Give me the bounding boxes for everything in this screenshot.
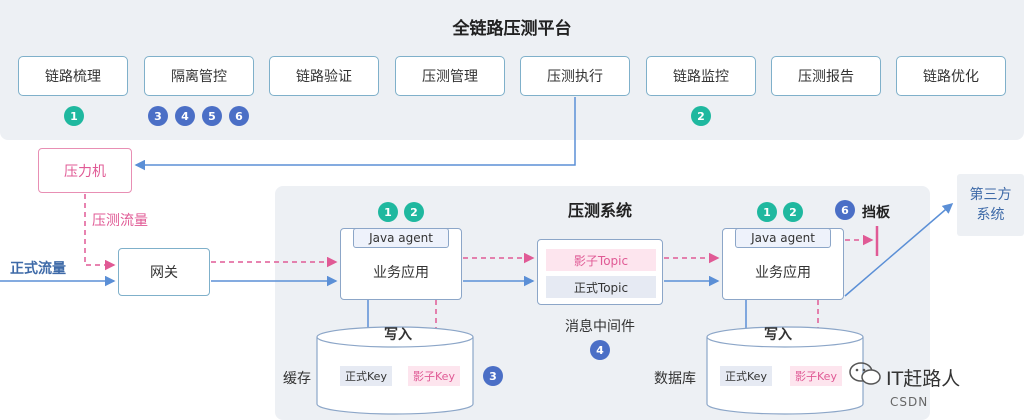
watermark-source: CSDN	[890, 395, 929, 409]
db-shadow-key: 影子Key	[790, 366, 842, 386]
third-party-line1: 第三方	[969, 187, 1012, 203]
cache-label: 缓存	[283, 371, 311, 387]
badge-6-isolation: 6	[229, 106, 249, 126]
cache-shadow-key: 影子Key	[408, 366, 460, 386]
watermark-brand: IT赶路人	[886, 368, 961, 390]
cache-cylinder	[316, 326, 474, 415]
badge-2-left-app: 2	[404, 202, 424, 222]
cache-normal-key: 正式Key	[340, 366, 392, 386]
module-isolation[interactable]: 隔离管控	[144, 56, 254, 96]
wechat-icon	[849, 362, 881, 385]
third-party-line2: 系统	[976, 207, 1005, 223]
badge-3-isolation: 3	[148, 106, 168, 126]
message-queue: 影子Topic 正式Topic	[537, 239, 663, 305]
badge-2-monitor: 2	[691, 106, 711, 126]
business-app-left-label: 业务应用	[373, 265, 429, 281]
third-party-system: 第三方 系统	[957, 174, 1024, 236]
db-write-label: 写入	[764, 327, 792, 343]
badge-1-left-app: 1	[378, 202, 398, 222]
java-agent-right: Java agent	[735, 228, 831, 248]
badge-4-isolation: 4	[175, 106, 195, 126]
real-flow-label: 正式流量	[10, 261, 66, 277]
module-link-monitor[interactable]: 链路监控	[646, 56, 756, 96]
badge-4-mq: 4	[590, 340, 610, 360]
badge-6-baffle: 6	[835, 200, 855, 220]
platform-title: 全链路压测平台	[452, 19, 572, 39]
system-title: 压测系统	[567, 201, 632, 220]
java-agent-left: Java agent	[353, 228, 449, 248]
module-test-management[interactable]: 压测管理	[395, 56, 505, 96]
gateway: 网关	[118, 248, 210, 296]
cache-write-label: 写入	[384, 327, 412, 343]
db-normal-key: 正式Key	[720, 366, 772, 386]
badge-1-right-app: 1	[757, 202, 777, 222]
module-test-report[interactable]: 压测报告	[771, 56, 881, 96]
module-link-optimize[interactable]: 链路优化	[896, 56, 1006, 96]
module-link-verify[interactable]: 链路验证	[269, 56, 379, 96]
business-app-right-label: 业务应用	[755, 265, 811, 281]
badge-3-cache: 3	[483, 366, 503, 386]
mq-label: 消息中间件	[565, 319, 635, 335]
shadow-topic: 影子Topic	[546, 249, 656, 271]
module-link-sort[interactable]: 链路梳理	[18, 56, 128, 96]
pressure-flow-label: 压测流量	[92, 213, 148, 229]
module-test-execute[interactable]: 压测执行	[520, 56, 630, 96]
database-cylinder	[706, 326, 864, 415]
badge-5-isolation: 5	[202, 106, 222, 126]
baffle-label: 挡板	[862, 205, 890, 221]
pressure-machine: 压力机	[38, 148, 132, 193]
database-label: 数据库	[654, 371, 696, 387]
badge-2-right-app: 2	[783, 202, 803, 222]
normal-topic: 正式Topic	[546, 276, 656, 298]
badge-1-sort: 1	[64, 106, 84, 126]
